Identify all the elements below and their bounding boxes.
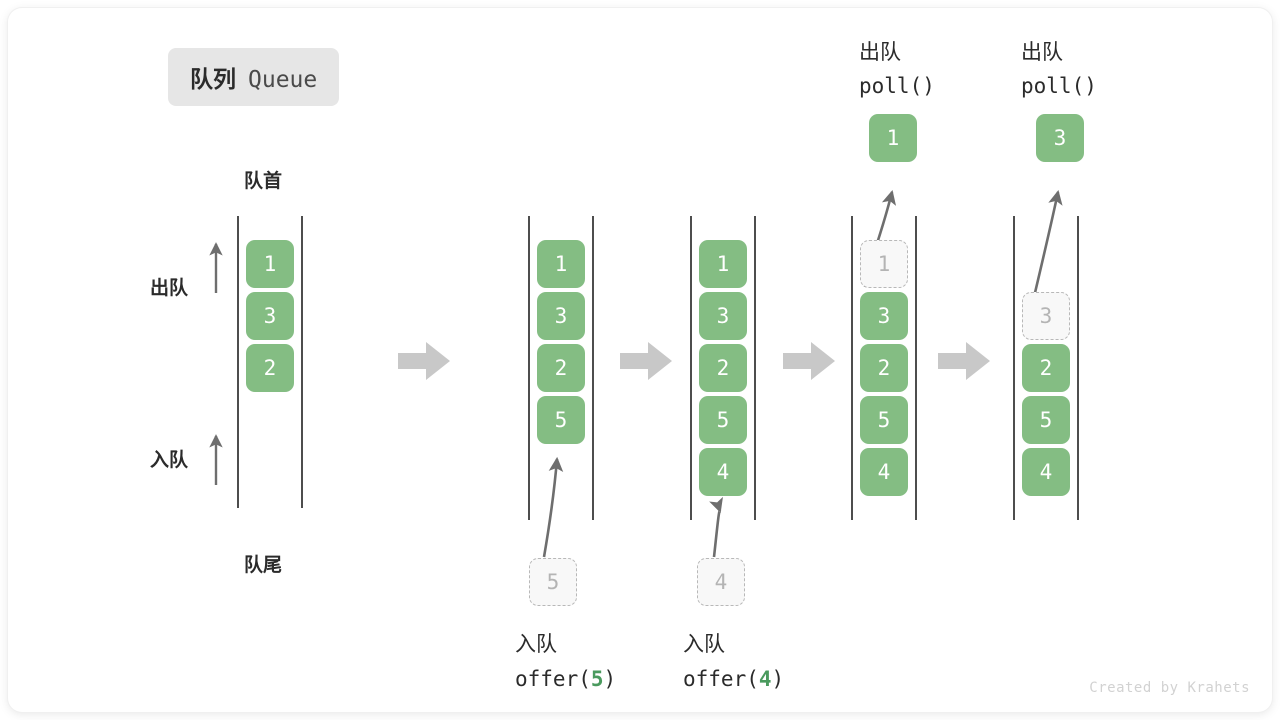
queue-column-poll3: 3 2 5 4 [1013,208,1079,520]
queue-cell: 4 [860,448,908,496]
incoming-element-4: 4 [697,558,745,606]
operation-label-offer4: 入队 [683,632,725,656]
queue-cell: 2 [1022,344,1070,392]
code-suffix: ) [771,667,785,691]
tail-label: 队尾 [244,554,283,576]
queue-cell: 3 [699,292,747,340]
diagram-canvas: 队列 Queue [8,8,1272,712]
watermark: Created by Krahets [1089,680,1250,696]
title-badge: 队列 Queue [168,48,340,106]
operation-code-poll1: poll() [859,74,935,98]
queue-cell: 5 [1022,396,1070,444]
code-value: 5 [590,667,604,691]
enqueue-side-label: 入队 [150,449,189,471]
step-arrow-icon-2 [620,342,672,380]
queue-cell: 3 [537,292,585,340]
queue-cell: 4 [699,448,747,496]
queue-cell: 1 [699,240,747,288]
queue-cell: 2 [860,344,908,392]
dequeue-side-label: 出队 [150,277,189,299]
queue-cell: 2 [246,344,294,392]
code-prefix: offer( [515,667,591,691]
operation-label-poll3: 出队 [1021,40,1063,64]
code-value: 4 [758,667,772,691]
queue-cell: 2 [699,344,747,392]
queue-rail-right [301,216,303,508]
queue-column-initial: 1 3 2 [237,208,303,508]
queue-rail-left [237,216,239,508]
queue-rail-left [851,216,853,520]
queue-column-offer4: 1 3 2 5 4 [690,208,756,520]
queue-column-poll1: 1 3 2 5 4 [851,208,917,520]
queue-cell: 2 [537,344,585,392]
queue-cell: 1 [246,240,294,288]
queue-cell: 5 [699,396,747,444]
queue-column-offer5: 1 3 2 5 [528,208,594,520]
step-arrow-icon-4 [938,342,990,380]
operation-code-offer4: offer(4) [683,663,784,696]
operation-label-offer5: 入队 [515,632,557,656]
queue-rail-left [690,216,692,520]
queue-rail-right [754,216,756,520]
popped-element-1: 1 [869,114,917,162]
queue-cell-ghost: 1 [860,240,908,288]
code-suffix: ) [603,667,617,691]
operation-label-poll1: 出队 [859,40,901,64]
title-chinese: 队列 [190,67,236,93]
queue-rail-left [528,216,530,520]
operation-code-offer5: offer(5) [515,663,616,696]
step-arrow-icon-3 [783,342,835,380]
queue-cell: 4 [1022,448,1070,496]
queue-cell: 5 [860,396,908,444]
popped-element-3: 3 [1036,114,1084,162]
queue-cell: 3 [246,292,294,340]
queue-cell: 5 [537,396,585,444]
step-arrow-icon-1 [398,342,450,380]
queue-cell-ghost: 3 [1022,292,1070,340]
code-prefix: offer( [683,667,759,691]
queue-cell: 3 [860,292,908,340]
title-english: Queue [248,67,318,93]
vector-overlay [209,189,1063,558]
queue-rail-right [592,216,594,520]
incoming-element-5: 5 [529,558,577,606]
queue-rail-right [1077,216,1079,520]
head-label: 队首 [244,170,283,192]
queue-rail-right [915,216,917,520]
queue-cell: 1 [537,240,585,288]
operation-code-poll3: poll() [1021,74,1097,98]
queue-rail-left [1013,216,1015,520]
